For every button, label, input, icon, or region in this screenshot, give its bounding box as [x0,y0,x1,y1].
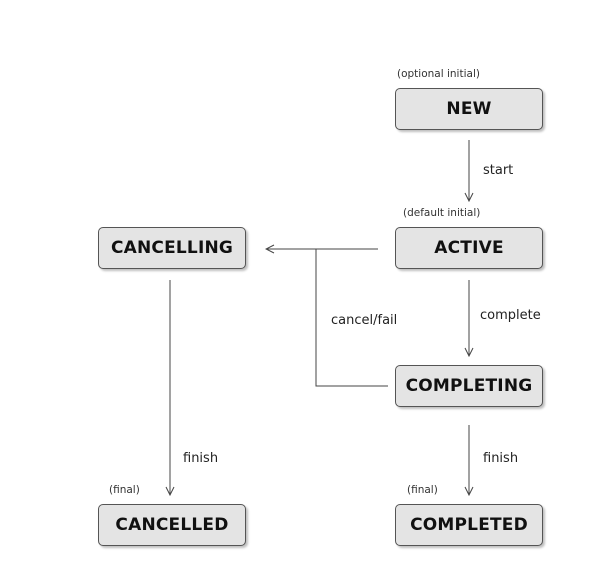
label-complete: complete [480,308,541,323]
label-start: start [483,163,514,178]
label-cancel-fail: cancel/fail [331,313,398,328]
state-cancelling: CANCELLING [98,227,246,269]
label-finish-completed: finish [483,451,519,466]
note-active: (default initial) [403,207,481,219]
state-completed: COMPLETED [395,504,543,546]
state-cancelled: CANCELLED [98,504,246,546]
note-cancelled: (final) [109,484,140,496]
state-active: ACTIVE [395,227,543,269]
note-new: (optional initial) [397,68,480,80]
edge-cancel-fail-branch [315,249,388,387]
state-new: NEW [395,88,543,130]
label-finish-cancelled: finish [183,451,219,466]
note-completed: (final) [407,484,438,496]
state-completing: COMPLETING [395,365,543,407]
